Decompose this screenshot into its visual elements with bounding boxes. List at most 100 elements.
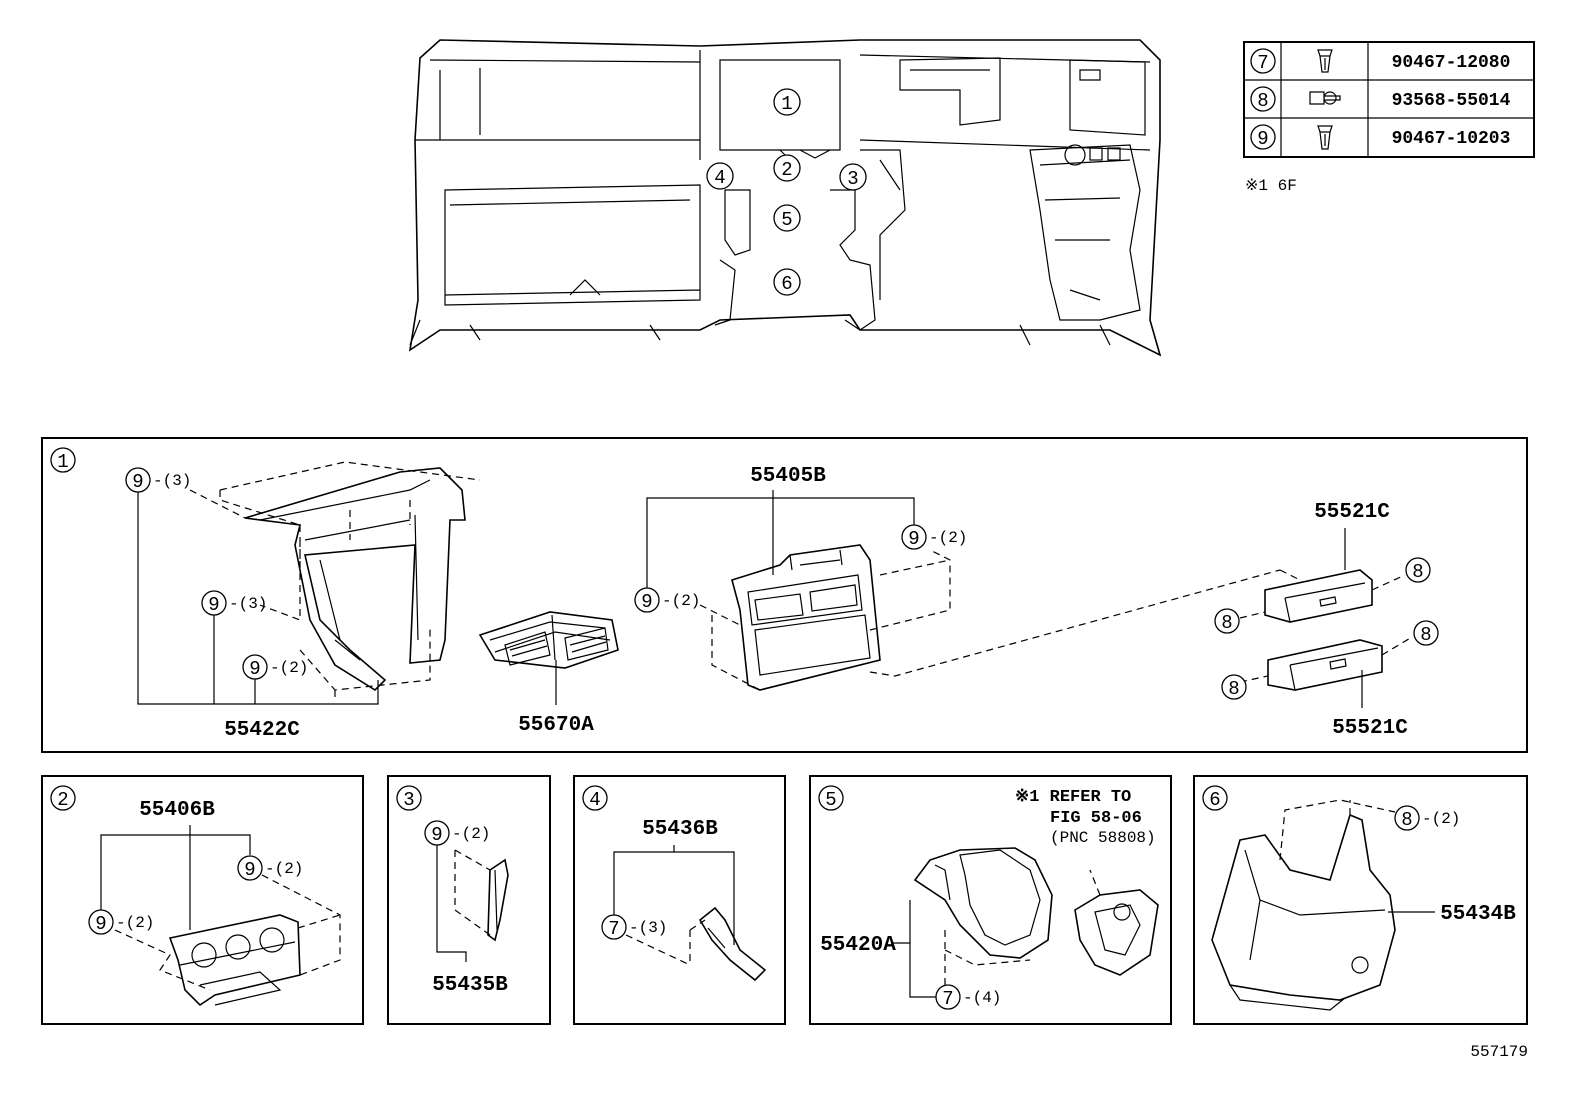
svg-text:-(2): -(2)	[929, 529, 967, 547]
overview-callout-4: 4	[706, 162, 734, 190]
panel-3-frame	[387, 775, 551, 1025]
shift-boot-reference	[1074, 889, 1159, 976]
fastener-table: 7 90467-12080 8 93568-55014 9 90467-1020…	[1243, 41, 1535, 158]
panel-1-frame	[41, 437, 1528, 753]
panel-1-dashes-b	[699, 549, 1301, 691]
svg-text:7: 7	[608, 918, 619, 940]
svg-text:9: 9	[95, 913, 106, 935]
dash-55521C-top	[1239, 574, 1406, 619]
svg-text:93568-55014: 93568-55014	[1392, 91, 1511, 111]
svg-text:8: 8	[1412, 561, 1423, 583]
callout-8-d: 8	[1221, 674, 1247, 700]
svg-text:8: 8	[1401, 809, 1412, 831]
part-number-55406B: 55406B	[139, 799, 215, 822]
push-clip-icon	[1317, 125, 1333, 150]
bezel-55405B	[731, 544, 881, 691]
part-number-55434B: 55434B	[1440, 903, 1516, 926]
svg-text:6: 6	[1209, 789, 1220, 811]
part-number-55521C-top: 55521C	[1314, 501, 1390, 524]
panel-5-ref: 5	[818, 785, 844, 811]
panel-1-ref: 1	[50, 447, 76, 473]
callout-9-e: 9-(2)	[634, 587, 700, 613]
overview-callout-1: 1	[773, 88, 801, 116]
svg-text:7: 7	[1257, 52, 1268, 74]
svg-text:8: 8	[1221, 612, 1232, 634]
svg-text:9: 9	[244, 859, 255, 881]
part-number-55436B: 55436B	[642, 818, 718, 841]
trim-panel-55422C	[244, 467, 466, 692]
fastener-row-8: 8 93568-55014	[1250, 86, 1511, 112]
overview-callout-2: 2	[773, 154, 801, 182]
svg-text:1: 1	[57, 451, 68, 473]
callout-9-d: 9 -(2)	[901, 524, 967, 550]
svg-text:9: 9	[641, 591, 652, 613]
part-number-55670A: 55670A	[518, 714, 594, 737]
svg-text:-(3): -(3)	[229, 595, 267, 613]
trim-55436B	[698, 906, 767, 982]
svg-text:-(3): -(3)	[629, 919, 667, 937]
panel-5-frame	[809, 775, 1172, 1025]
panel-3-dashes	[454, 849, 491, 936]
part-number-55521C-bottom: 55521C	[1332, 717, 1408, 740]
refer-leader	[1089, 869, 1101, 896]
svg-text:9: 9	[431, 824, 442, 846]
leader-55405B	[646, 490, 915, 590]
screw-icon	[1309, 91, 1341, 105]
svg-text:2: 2	[781, 159, 792, 181]
svg-text:9: 9	[208, 594, 219, 616]
panel-2-ref: 2	[50, 785, 76, 811]
svg-text:6: 6	[781, 273, 792, 295]
svg-text:8: 8	[1257, 90, 1268, 112]
callout-9-f: 9 -(2)	[237, 855, 303, 881]
panel-4-ref: 4	[582, 785, 608, 811]
climate-panel-55406B	[168, 914, 301, 1007]
svg-text:2: 2	[57, 789, 68, 811]
svg-text:4: 4	[714, 167, 725, 189]
air-vent-55670A	[478, 611, 619, 669]
svg-text:9: 9	[132, 471, 143, 493]
dash-55521C-bottom	[1239, 636, 1413, 683]
callout-9-h: 9-(2)	[424, 820, 490, 846]
part-number-55422C: 55422C	[224, 719, 300, 742]
svg-text:9: 9	[908, 528, 919, 550]
svg-text:-(2): -(2)	[265, 860, 303, 878]
console-trim-55420A	[913, 847, 1053, 959]
callout-9-c: 9-(2)	[242, 654, 308, 680]
callout-8-e: 8-(2)	[1394, 805, 1460, 831]
svg-text:-(3): -(3)	[153, 472, 191, 490]
switch-55521C-top	[1264, 569, 1373, 623]
callout-9-a: 9 -(3)	[125, 467, 191, 493]
overview-callout-6: 6	[773, 268, 801, 296]
svg-text:9: 9	[1257, 128, 1268, 150]
leader-55435B	[436, 845, 467, 962]
callout-8-a: 8	[1405, 557, 1431, 583]
fastener-row-9: 9 90467-10203	[1250, 124, 1511, 150]
switch-55521C-bottom	[1267, 639, 1383, 691]
callout-8-b: 8	[1214, 608, 1240, 634]
svg-text:8: 8	[1420, 624, 1431, 646]
svg-text:90467-10203: 90467-10203	[1392, 129, 1511, 149]
fastener-row-7: 7 90467-12080	[1250, 48, 1511, 74]
part-number-55435B: 55435B	[432, 974, 508, 997]
panel-3-ref: 3	[396, 785, 422, 811]
console-box-55434B	[1211, 813, 1396, 1011]
panel-6-dashes	[1279, 799, 1396, 861]
panel-6-frame	[1193, 775, 1528, 1025]
svg-text:4: 4	[589, 789, 600, 811]
part-number-55420A: 55420A	[820, 934, 896, 957]
svg-text:90467-12080: 90467-12080	[1392, 53, 1511, 73]
panel-1-dashes	[189, 461, 481, 700]
svg-text:3: 3	[847, 168, 858, 190]
svg-text:5: 5	[825, 789, 836, 811]
overview-callouts: 1 2 3 4 5 6	[706, 88, 867, 296]
refer-note-line2: FIG 58-06	[1050, 809, 1142, 828]
overview-callout-5: 5	[773, 204, 801, 232]
leader-55422C	[137, 492, 379, 705]
svg-text:-(2): -(2)	[116, 914, 154, 932]
dashboard-overview	[408, 39, 1162, 357]
panel-2-dashes	[114, 874, 341, 991]
refer-note-line3: (PNC 58808)	[1050, 829, 1156, 847]
push-clip-icon	[1317, 49, 1333, 73]
leader-55406B	[100, 825, 251, 930]
